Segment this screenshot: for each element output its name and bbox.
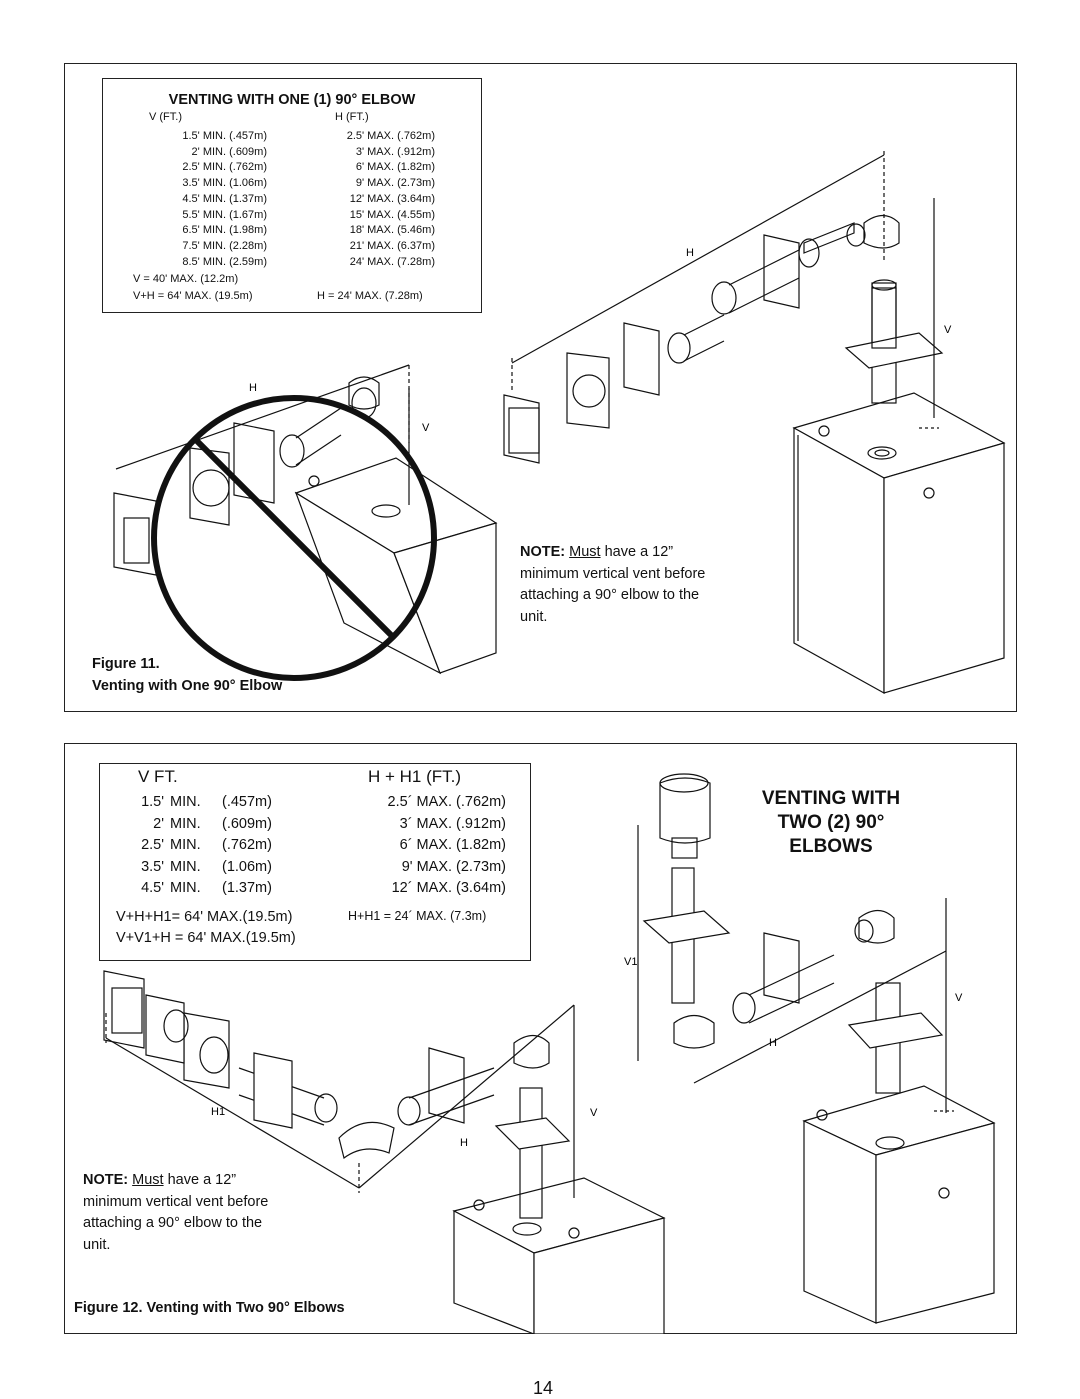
footer-row-1-h: H+H1 = 24´ MAX. (7.3m) [348, 909, 487, 923]
column-header-h: H (FT.) [335, 111, 369, 123]
figure-11-drawing: H V H V [113, 151, 1006, 695]
water-heater-unit-right [802, 1085, 996, 1324]
column-h-values: 2.5´ MAX. (.762m) 3´ MAX. (.912m) 6´ MAX… [387, 794, 506, 896]
h-label-right: H [686, 247, 694, 259]
column-v-min: MIN. MIN. MIN. MIN. MIN. [170, 794, 201, 896]
figure-12-note: NOTE: Must have a 12” minimum vertical v… [83, 1172, 269, 1253]
water-heater-unit-right [792, 392, 1006, 695]
venting-one-elbow-table: VENTING WITH ONE (1) 90° ELBOW V (FT.) H… [102, 78, 482, 313]
column-v-values: 1.5' MIN. (.457m) 2' MIN. (.609m) 2.5' M… [182, 130, 267, 268]
h1-label-left: H1 [211, 1106, 225, 1118]
h-dimension-line-left [115, 364, 410, 505]
column-h-values: 2.5' MAX. (.762m) 3' MAX. (.912m) 6' MAX… [346, 130, 435, 268]
dimension-lines-right [637, 825, 954, 1113]
column-v-feet: 1.5' 2' 2.5' 3.5' 4.5' [141, 794, 164, 896]
v-label-right: V [955, 992, 963, 1004]
table-title: VENTING WITH ONE (1) 90° ELBOW [168, 92, 416, 108]
v-label-left: V [590, 1107, 598, 1119]
h-dimension-line-right [511, 151, 939, 429]
horizontal-vent-run-left [113, 376, 380, 576]
vertical-pipe-v1 [642, 773, 731, 1004]
vertical-vent-pipe-right [844, 214, 944, 404]
v-label-right: V [944, 324, 952, 336]
figure-11-note: NOTE: Must have a 12” minimum vertical v… [520, 544, 706, 625]
vertical-vent-pipe-left [494, 1034, 571, 1219]
h-label-left: H [460, 1137, 468, 1149]
column-v-meters: (.457m) (.609m) (.762m) (1.06m) (1.37m) [222, 794, 272, 896]
figure-11-caption-title: Venting with One 90° Elbow [92, 678, 283, 694]
v-max-row: V = 40' MAX. (12.2m) [133, 273, 239, 285]
column-header-v: V FT. [138, 767, 178, 786]
column-header-h: H + H1 (FT.) [368, 767, 462, 786]
vertical-vent-pipe-right [847, 909, 944, 1094]
horizontal-vent-run-right [503, 222, 855, 464]
prohibited-circle-icon [151, 395, 437, 681]
water-heater-unit-left [294, 457, 498, 675]
h-label-right: H [769, 1037, 777, 1049]
figure-12-drawing: H1 H V V1 H V [103, 773, 996, 1334]
venting-two-elbows-title: VENTING WITH TWO (2) 90° ELBOWS [761, 788, 901, 857]
horizontal-vent-run-right [673, 932, 835, 1049]
v-label-left: V [422, 422, 430, 434]
dimension-lines-left [105, 1004, 575, 1198]
h-label-left: H [249, 382, 257, 394]
footer-v: V+H = 64' MAX. (19.5m) [133, 290, 253, 302]
figure-11-caption-label: Figure 11. [92, 656, 160, 672]
v1-label-right: V1 [624, 956, 637, 968]
horizontal-vent-run-left [103, 970, 495, 1160]
venting-two-elbows-table: V FT. H + H1 (FT.) 1.5' 2' 2.5' 3.5' 4.5… [99, 763, 531, 961]
figure-12-caption: Figure 12. Venting with Two 90° Elbows [74, 1300, 345, 1316]
footer-row-2-v: V+V1+H = 64' MAX.(19.5m) [116, 930, 296, 946]
figure-11-panel [64, 63, 1017, 712]
footer-row-1-v: V+H+H1= 64' MAX.(19.5m) [116, 909, 293, 925]
water-heater-unit-left [452, 1177, 666, 1334]
page-number: 14 [533, 1378, 554, 1398]
column-header-v: V (FT.) [149, 111, 182, 123]
footer-h: H = 24' MAX. (7.28m) [317, 290, 423, 302]
